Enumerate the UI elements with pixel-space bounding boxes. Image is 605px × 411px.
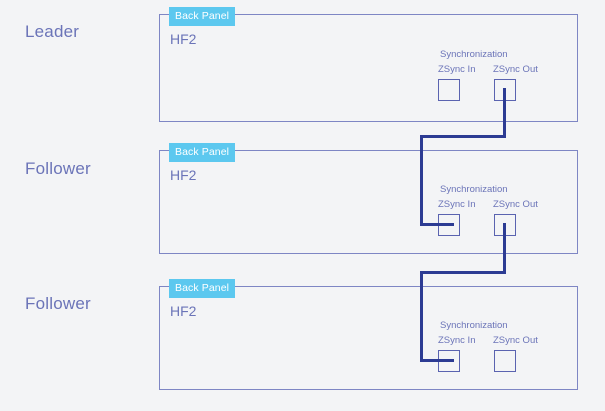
cable-1-segment-horizontal: [420, 135, 506, 138]
device-role-label-2: Follower: [25, 159, 91, 178]
cable-1-segment-into-port: [420, 223, 454, 226]
device-role-label-1: Leader: [25, 22, 80, 41]
device-panel-2: [159, 150, 578, 254]
panel-badge-2: Back Panel: [169, 143, 236, 162]
sync-group-title-1: Synchronization: [440, 49, 508, 60]
port-label-3-zsync-out: ZSync Out: [493, 335, 538, 346]
sync-group-title-2: Synchronization: [440, 184, 508, 195]
cable-2-segment-into-port: [420, 359, 454, 362]
cable-2-segment-vertical-drop: [420, 271, 423, 362]
cable-1-segment-vertical-drop: [420, 135, 423, 226]
sync-group-title-3: Synchronization: [440, 320, 508, 331]
device-model-1: HF2: [170, 31, 197, 47]
port-label-3-zsync-in: ZSync In: [438, 335, 476, 346]
port-label-1-zsync-out: ZSync Out: [493, 64, 538, 75]
device-model-3: HF2: [170, 303, 197, 319]
panel-badge-3: Back Panel: [169, 279, 236, 298]
port-label-2-zsync-in: ZSync In: [438, 199, 476, 210]
cable-2-segment-horizontal: [420, 271, 506, 274]
port-1-zsync-in[interactable]: [438, 79, 460, 101]
cable-1-segment-vertical-down: [503, 88, 506, 138]
device-panel-3: [159, 286, 578, 390]
panel-badge-1: Back Panel: [169, 7, 236, 26]
port-label-1-zsync-in: ZSync In: [438, 64, 476, 75]
cable-2-segment-vertical-down: [503, 223, 506, 273]
device-model-2: HF2: [170, 167, 197, 183]
device-role-label-3: Follower: [25, 294, 91, 313]
port-3-zsync-out[interactable]: [494, 350, 516, 372]
port-label-2-zsync-out: ZSync Out: [493, 199, 538, 210]
device-panel-1: [159, 14, 578, 122]
